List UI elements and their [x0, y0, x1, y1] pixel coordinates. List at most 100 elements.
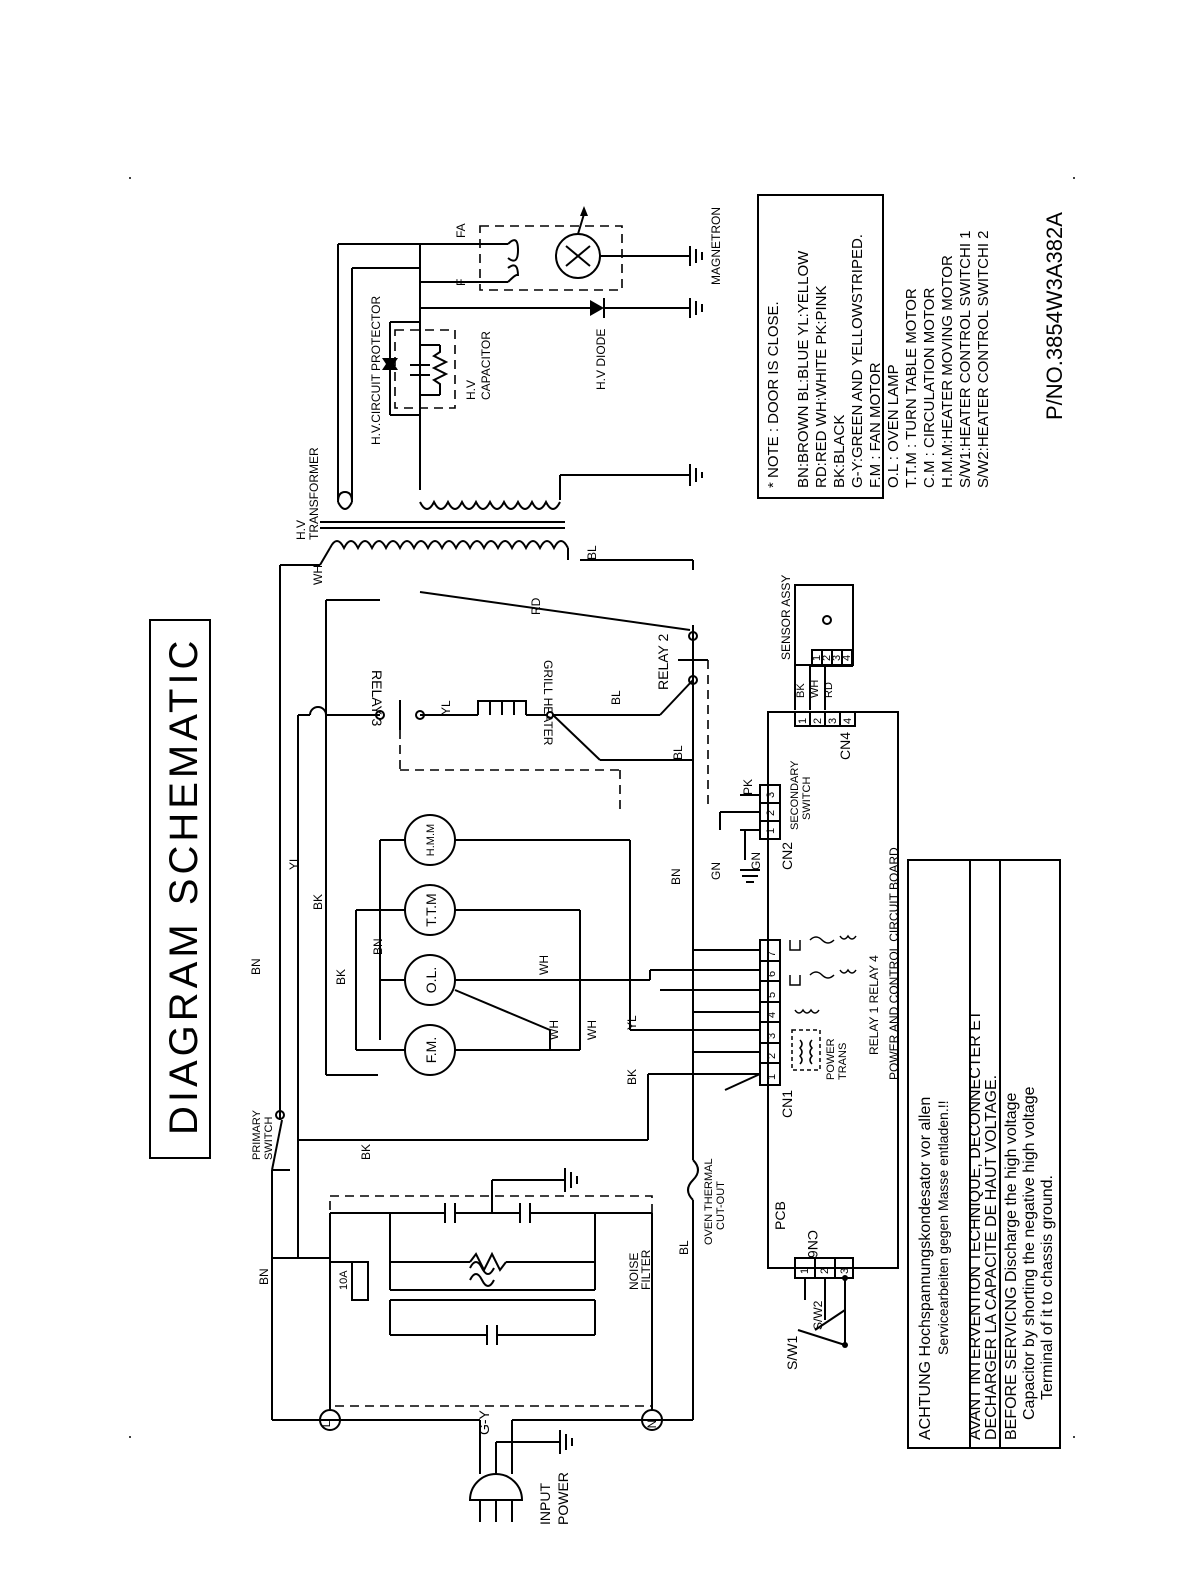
note-box — [757, 194, 884, 499]
pcb-relays — [789, 934, 857, 1071]
note-line: S/W2:HEATER CONTROL SWITCHI 2 — [975, 230, 992, 488]
gy-label: G-Y — [476, 1409, 492, 1435]
filament-f-label: F — [454, 279, 468, 286]
hv-transformer-label: H.V — [294, 520, 308, 540]
board-label: POWER AND CONTROL CIRCUIT BOARD — [887, 847, 901, 1080]
primary-switch-icon — [271, 1119, 283, 1171]
wire-label-rd: RD — [529, 597, 543, 615]
warning-de: ACHTUNG Hochspannungskondesator vor alle… — [917, 1097, 934, 1440]
noise-filter-label: FILTER — [639, 1249, 653, 1290]
fuse-icon — [351, 1261, 369, 1301]
grill-heater-icon — [477, 700, 527, 715]
cn4-pin-label: 1 — [797, 718, 809, 724]
warning-box: ACHTUNG Hochspannungskondesator vor alle… — [907, 859, 1061, 1449]
motors — [355, 839, 760, 1051]
warning-en: Terminal of it to chassis ground. — [1039, 1175, 1056, 1400]
cn6-pin-label: 2 — [819, 1268, 831, 1274]
cn1-pin-label: 7 — [766, 951, 778, 957]
cn4-connector — [794, 711, 856, 727]
sw1-label: S/W1 — [784, 1336, 800, 1370]
relay1-relay4-label: RELAY 1 RELAY 4 — [867, 955, 881, 1055]
relay-2 — [419, 591, 709, 810]
power-trans-label: TRANS — [837, 1043, 849, 1080]
turn-table-motor-label: T.T.M — [423, 893, 439, 926]
hv-capacitor-label: CAPACITOR — [479, 331, 493, 400]
notes-list: * NOTE : DOOR IS CLOSE. BN:BROWN BL:BLUE… — [765, 230, 992, 488]
note-line: H.M.M:HEATER MOVING MOTOR — [939, 255, 956, 488]
fan-motor: F.M. — [404, 1024, 456, 1076]
note-line: BN:BROWN BL:BLUE YL:YELLOW — [795, 250, 812, 488]
warning-en: BEFORE SERVICNG Discharge the high volta… — [1003, 1092, 1020, 1440]
input-power-plug — [271, 1258, 694, 1522]
diagram-title: DIAGRAM SCHEMATIC — [162, 637, 206, 1135]
grill-heater — [420, 700, 693, 761]
fan-motor-icon — [404, 1024, 456, 1076]
note-line: O.L : OVEN LAMP — [885, 364, 902, 488]
pcb-label: PCB — [772, 1201, 788, 1230]
wire-label-bk: BK — [359, 1144, 373, 1160]
hv-capacitor-box — [394, 329, 456, 409]
input-power-label: INPUT — [537, 1483, 553, 1525]
sensor-pin-label: 3 — [831, 655, 843, 661]
sensor-wire-label: RD — [823, 682, 835, 698]
sensor-assy — [794, 584, 854, 710]
hv-diode-icon — [590, 300, 604, 316]
magnetron-label: MAGNETRON — [709, 207, 723, 285]
sensor-pin-label: 2 — [821, 655, 833, 661]
wire-label-bk: BK — [311, 894, 325, 910]
input-power-label: POWER — [555, 1472, 571, 1525]
relay-2-label: RELAY 2 — [655, 633, 671, 690]
wire-label-yl: YL — [625, 1015, 639, 1030]
wire-label-gn: GN — [709, 862, 723, 880]
hv-transformer-label: TRANSFORMER — [307, 447, 321, 540]
noise-filter — [319, 1168, 663, 1431]
wire-label-bn: BN — [669, 868, 683, 885]
primary-switch-label: SWITCH — [263, 1117, 275, 1160]
wire-label-bl: BL — [609, 690, 623, 705]
cn1-pin-label: 1 — [766, 1074, 778, 1080]
heater-moving-motor-icon — [404, 814, 456, 866]
wire-label-bk: BK — [625, 1069, 639, 1085]
hv-capacitor — [410, 344, 449, 396]
wire-label-yl: YL — [439, 700, 453, 715]
sensor-wire-label: BK — [795, 683, 807, 698]
hv-circuit-protector-label: H.V.CIRCUIT PROTECTOR — [369, 296, 383, 445]
wire-label-wh: WH — [547, 1020, 561, 1040]
magnetron — [420, 206, 703, 283]
cn1-pin-label: 6 — [766, 971, 778, 977]
oven-thermal-label: OVEN THERMAL — [703, 1158, 715, 1245]
warning-de: Servicearbeiten gegen Masse entladen.!! — [935, 1101, 951, 1356]
heater-moving-motor: H.M.M — [404, 814, 456, 866]
cn6-pin-label: 3 — [839, 1268, 851, 1274]
power-trans-label: POWER — [825, 1038, 837, 1080]
crop-marks — [129, 177, 1075, 1438]
cn1-connector — [647, 939, 781, 1140]
cn1-label: CN1 — [779, 1090, 795, 1118]
sensor-wire-label: WH — [809, 680, 821, 698]
power-trans-icon — [791, 1029, 821, 1071]
hv-diode-label: H.V DIODE — [594, 329, 608, 390]
note-line: F.M : FAN MOTOR — [867, 362, 884, 488]
cn4-label: CN4 — [837, 732, 853, 760]
hv-diode — [420, 298, 703, 318]
part-number: P/NO.3854W3A382A — [1042, 212, 1067, 420]
cn2-pin-label: 3 — [765, 792, 777, 798]
note-line: RD:RED WH:WHITE PK:PINK — [813, 285, 830, 488]
heater-moving-motor-label: H.M.M — [425, 824, 437, 856]
warning-fr: DECHARGER LA CAPACITE DE HAUT VOLTAGE. — [983, 1075, 1000, 1440]
wire-label-yl: YL — [287, 855, 301, 870]
filament-fa-label: FA — [454, 223, 468, 238]
hv-circuit-protector — [382, 321, 420, 416]
wire-label-wh: WH — [537, 955, 551, 975]
turn-table-motor: T.T.M — [404, 884, 456, 936]
note-line: S/W1:HEATER CONTROL SWITCHI 1 — [957, 230, 974, 488]
primary-switch-label: PRIMARY — [251, 1109, 263, 1160]
title-box — [149, 619, 211, 1159]
cn2-label: CN2 — [779, 842, 795, 870]
wire-label-bn: BN — [371, 938, 385, 955]
wire-label-wh: WH — [311, 565, 325, 585]
note-line: BK:BLACK — [831, 415, 848, 488]
sensor-pin-label: 4 — [841, 655, 853, 661]
